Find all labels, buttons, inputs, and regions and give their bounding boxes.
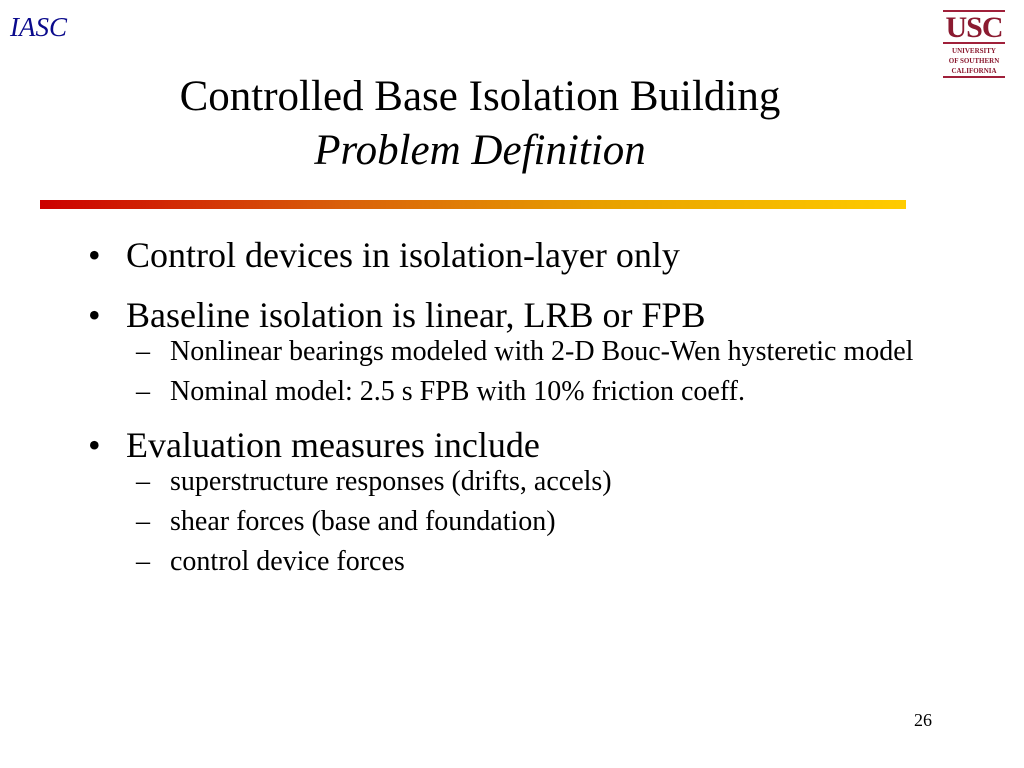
sub-bullet-text: Nonlinear bearings modeled with 2-D Bouc… xyxy=(170,336,914,367)
logo-line: UNIVERSITY xyxy=(952,47,996,55)
slide-title: Controlled Base Isolation Building Probl… xyxy=(0,70,960,178)
dash-icon: – xyxy=(136,466,150,497)
logo-main-text: USC xyxy=(945,11,1003,44)
sub-bullet-item: –control device forces xyxy=(126,546,948,578)
title-divider xyxy=(40,200,906,209)
sub-bullet-item: –Nonlinear bearings modeled with 2-D Bou… xyxy=(126,336,948,368)
bullet-text: Baseline isolation is linear, LRB or FPB xyxy=(126,295,706,335)
sub-bullet-item: –shear forces (base and foundation) xyxy=(126,506,948,538)
logo-line: OF SOUTHERN xyxy=(948,57,1000,65)
sub-bullet-list: –Nonlinear bearings modeled with 2-D Bou… xyxy=(126,336,948,408)
bullet-text: Control devices in isolation-layer only xyxy=(126,235,680,275)
dash-icon: – xyxy=(136,376,150,407)
page-number: 26 xyxy=(914,710,932,730)
logo-rule-top xyxy=(943,10,1005,12)
bullet-icon: • xyxy=(88,235,101,275)
title-subtitle: Problem Definition xyxy=(314,127,646,174)
logo-line: CALIFORNIA xyxy=(951,67,997,75)
usc-logo: USC UNIVERSITY OF SOUTHERN CALIFORNIA xyxy=(943,10,1005,86)
bullet-list: • Control devices in isolation-layer onl… xyxy=(88,232,948,592)
dash-icon: – xyxy=(136,336,150,367)
bullet-icon: • xyxy=(88,425,101,465)
bullet-text: Evaluation measures include xyxy=(126,425,540,465)
org-label: IASC xyxy=(10,12,67,42)
sub-bullet-text: superstructure responses (drifts, accels… xyxy=(170,466,612,497)
sub-bullet-list: –superstructure responses (drifts, accel… xyxy=(126,466,948,578)
logo-rule-mid xyxy=(943,42,1005,44)
bullet-item: • Baseline isolation is linear, LRB or F… xyxy=(88,292,948,408)
title-main: Controlled Base Isolation Building xyxy=(179,73,781,120)
dash-icon: – xyxy=(136,506,150,537)
bullet-icon: • xyxy=(88,295,101,335)
sub-bullet-item: –superstructure responses (drifts, accel… xyxy=(126,466,948,498)
sub-bullet-text: shear forces (base and foundation) xyxy=(170,506,556,537)
sub-bullet-item: –Nominal model: 2.5 s FPB with 10% frict… xyxy=(126,376,948,408)
bullet-item: • Control devices in isolation-layer onl… xyxy=(88,232,948,278)
bullet-item: • Evaluation measures include –superstru… xyxy=(88,422,948,578)
logo-rule-bottom xyxy=(943,76,1005,78)
sub-bullet-text: control device forces xyxy=(170,546,405,577)
dash-icon: – xyxy=(136,546,150,577)
sub-bullet-text: Nominal model: 2.5 s FPB with 10% fricti… xyxy=(170,376,745,407)
